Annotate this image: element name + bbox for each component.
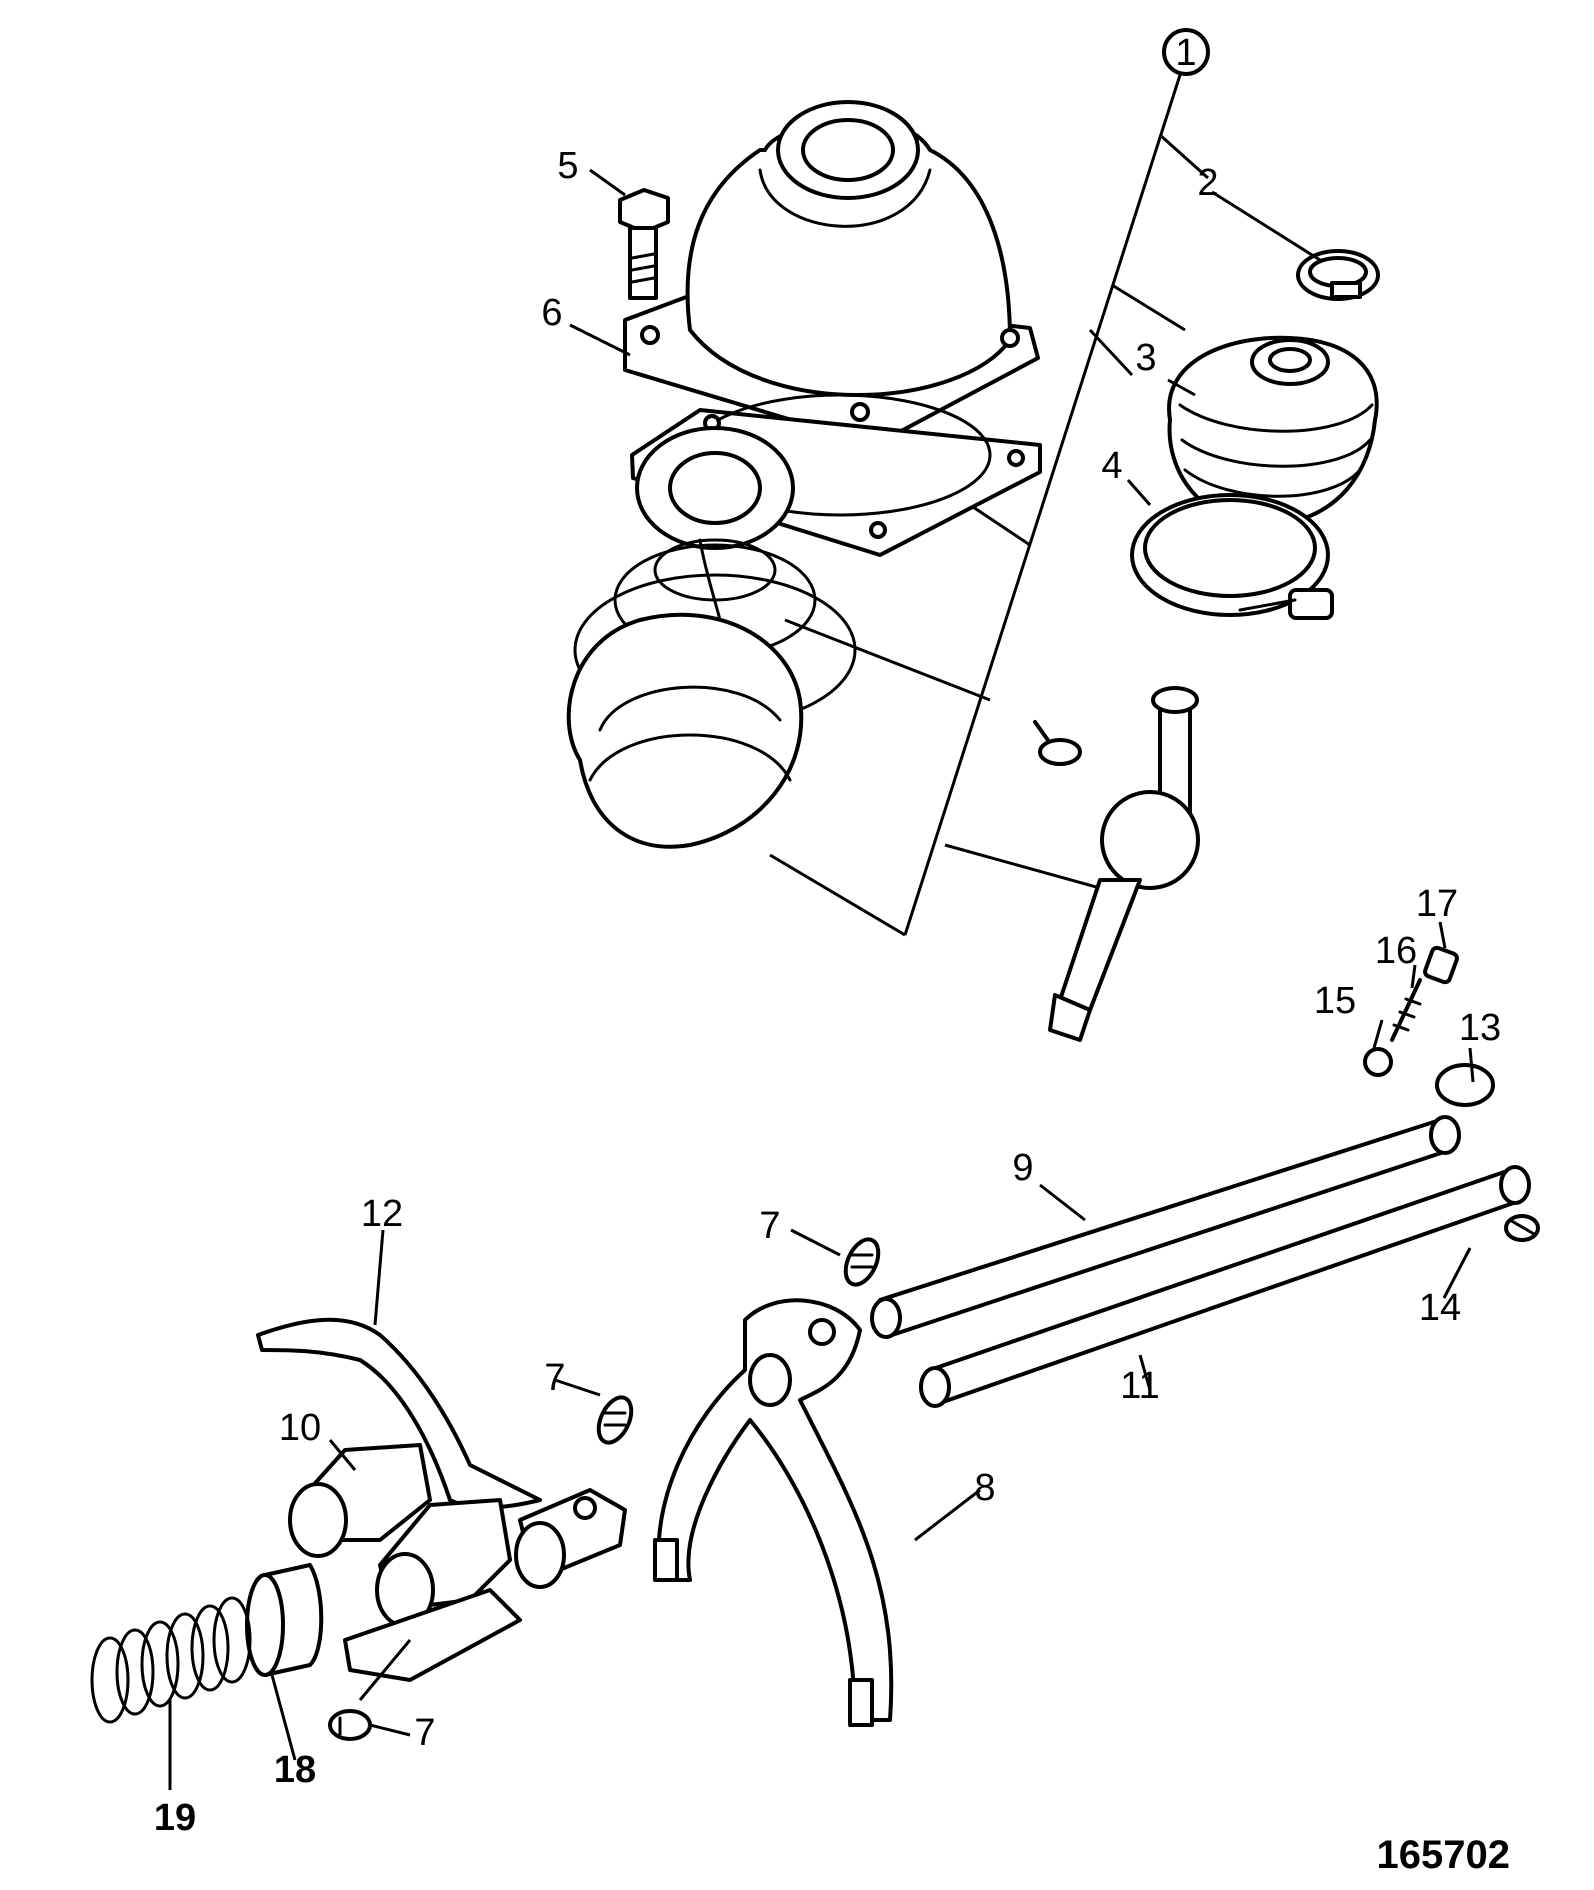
plug-13 [1435, 1063, 1495, 1107]
callout-18: 18 [274, 1749, 316, 1791]
selector-block-10 [288, 1443, 627, 1682]
callout-15: 15 [1314, 980, 1356, 1022]
gear-lever [1048, 686, 1200, 1042]
callout-5: 5 [557, 145, 578, 187]
leader-lines [168, 168, 1475, 1790]
selector-fork-8 [653, 1298, 894, 1727]
selector-rod-9 [870, 1115, 1461, 1339]
callout-6: 6 [541, 292, 562, 334]
callout-2: 2 [1197, 162, 1218, 204]
callout-1: 1 [1175, 32, 1196, 74]
hose-clip-2 [1296, 249, 1380, 301]
gear-lever-housing [623, 100, 1040, 447]
callout-12: 12 [361, 1193, 403, 1235]
callout-14: 14 [1419, 1287, 1461, 1329]
rubber-gaiter-3 [1167, 335, 1379, 527]
callout-17: 17 [1416, 883, 1458, 925]
bush-18 [245, 1563, 324, 1677]
assembly-bracket [769, 28, 1210, 937]
set-screw-14 [1504, 1214, 1540, 1242]
spring-seat-cup [635, 426, 795, 622]
callout-16: 16 [1375, 930, 1417, 972]
callout-13: 13 [1459, 1007, 1501, 1049]
callout-8: 8 [974, 1467, 995, 1509]
callout-4: 4 [1101, 445, 1122, 487]
callout-circle-1 [1162, 28, 1210, 76]
rubber-boot [566, 612, 804, 849]
bolt-5 [618, 188, 670, 300]
spring-16 [1390, 978, 1422, 1042]
callout-3: 3 [1135, 337, 1156, 379]
detent-pin-7-upper [843, 1237, 881, 1287]
detent-pin-7-lower [328, 1709, 372, 1741]
hose-clamp-4 [1130, 493, 1334, 620]
detent-pin-7-middle [596, 1395, 634, 1445]
spring-19 [90, 1596, 252, 1724]
plug-17 [1423, 945, 1459, 985]
ball-15 [1363, 1047, 1393, 1077]
callout-10: 10 [279, 1407, 321, 1449]
callout-9: 9 [1012, 1147, 1033, 1189]
callout-19: 19 [154, 1797, 196, 1839]
locating-pin [1033, 720, 1082, 766]
callout-7-lower: 7 [414, 1712, 435, 1754]
figure-number: 165702 [1377, 1833, 1510, 1877]
callout-11: 11 [1120, 1365, 1159, 1407]
selector-rod-11 [919, 1165, 1531, 1408]
callout-7-middle: 7 [544, 1357, 565, 1399]
callout-7-upper: 7 [759, 1205, 780, 1247]
